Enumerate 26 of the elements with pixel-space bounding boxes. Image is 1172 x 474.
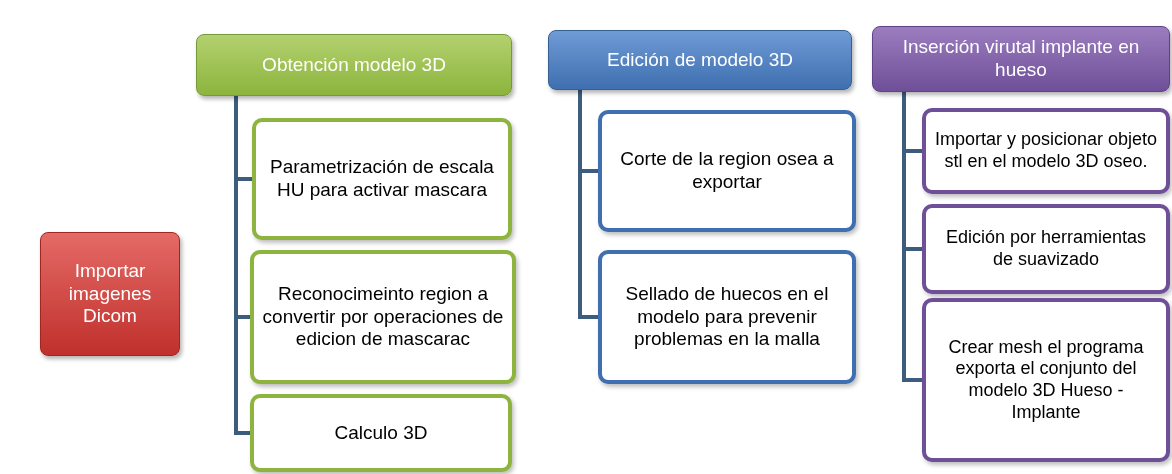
box-text: Edición de modelo 3D [607,48,793,72]
box-text: Importar imagenes Dicom [67,259,153,329]
box-text: Reconocimeinto region a convertir por operaciones de edicion de mascarac [262,282,504,352]
step-box [598,250,856,384]
box-text: Calculo 3D [334,421,428,445]
box-text: Obtención modelo 3D [262,53,446,77]
step-box [250,250,516,384]
step-box [922,298,1170,462]
header-box [872,26,1170,92]
step-box [598,110,856,232]
box-text: Sellado de huecos en el modelo para prevenir problemas en la malla [624,282,830,352]
connector-line [902,92,922,382]
step-box [250,394,512,472]
box-text: Corte de la region osea a exportar [619,148,835,194]
step-box [922,204,1170,294]
step-box [922,108,1170,194]
box-text: Inserción virutal implante en hueso [901,36,1141,82]
header-box [40,232,180,356]
step-box [252,118,512,240]
box-text: Crear mesh el programa exporta el conjunto del modelo 3D Hueso -Implante [947,336,1145,424]
box-text: Importar y posicionar objeto stl en el modelo 3D oseo. [934,129,1158,173]
connector-line [578,90,598,319]
box-text: Edición por herramientas de suavizado [944,227,1148,271]
box-text: Parametrización de escala HU para activar mascara [269,156,495,202]
header-box [196,34,512,96]
header-box [548,30,852,90]
